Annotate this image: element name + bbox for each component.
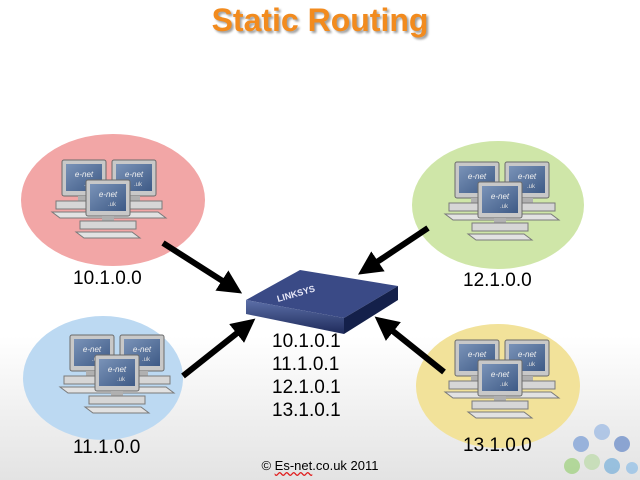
arrow-green-to-router: [358, 225, 430, 275]
copyright-footer: © Es-net.co.uk 2011: [0, 458, 640, 473]
network-label-red: 10.1.0.0: [73, 268, 142, 289]
arrow-blue-to-router: [181, 318, 256, 379]
computer-icon: [467, 181, 533, 241]
router-interface-ip: 12.1.0.1: [272, 377, 341, 398]
network-label-green: 12.1.0.0: [463, 270, 532, 291]
computer-icon: [467, 359, 533, 419]
copyright-prefix: ©: [261, 458, 275, 473]
router-interface-ip: 11.1.0.1: [272, 354, 340, 375]
copyright-suffix: .co.uk 2011: [312, 458, 379, 473]
copyright-brand: Es-net: [274, 458, 313, 473]
computer-icon: [75, 179, 141, 239]
router-interface-ip: 10.1.0.1: [272, 331, 341, 352]
network-label-blue: 11.1.0.0: [73, 437, 141, 458]
router-interface-list: 10.1.0.1 11.1.0.1 12.1.0.1 13.1.0.1: [272, 330, 341, 422]
computer-icon: [84, 354, 150, 414]
page-title: Static Routing: [211, 2, 429, 38]
decorative-bubbles: [564, 424, 638, 474]
router-icon: LINKSYS: [246, 270, 398, 334]
arrow-red-to-router: [161, 240, 243, 294]
arrow-yellow-to-router: [374, 316, 446, 375]
network-label-yellow: 13.1.0.0: [463, 435, 532, 456]
router-interface-ip: 13.1.0.1: [272, 400, 341, 421]
